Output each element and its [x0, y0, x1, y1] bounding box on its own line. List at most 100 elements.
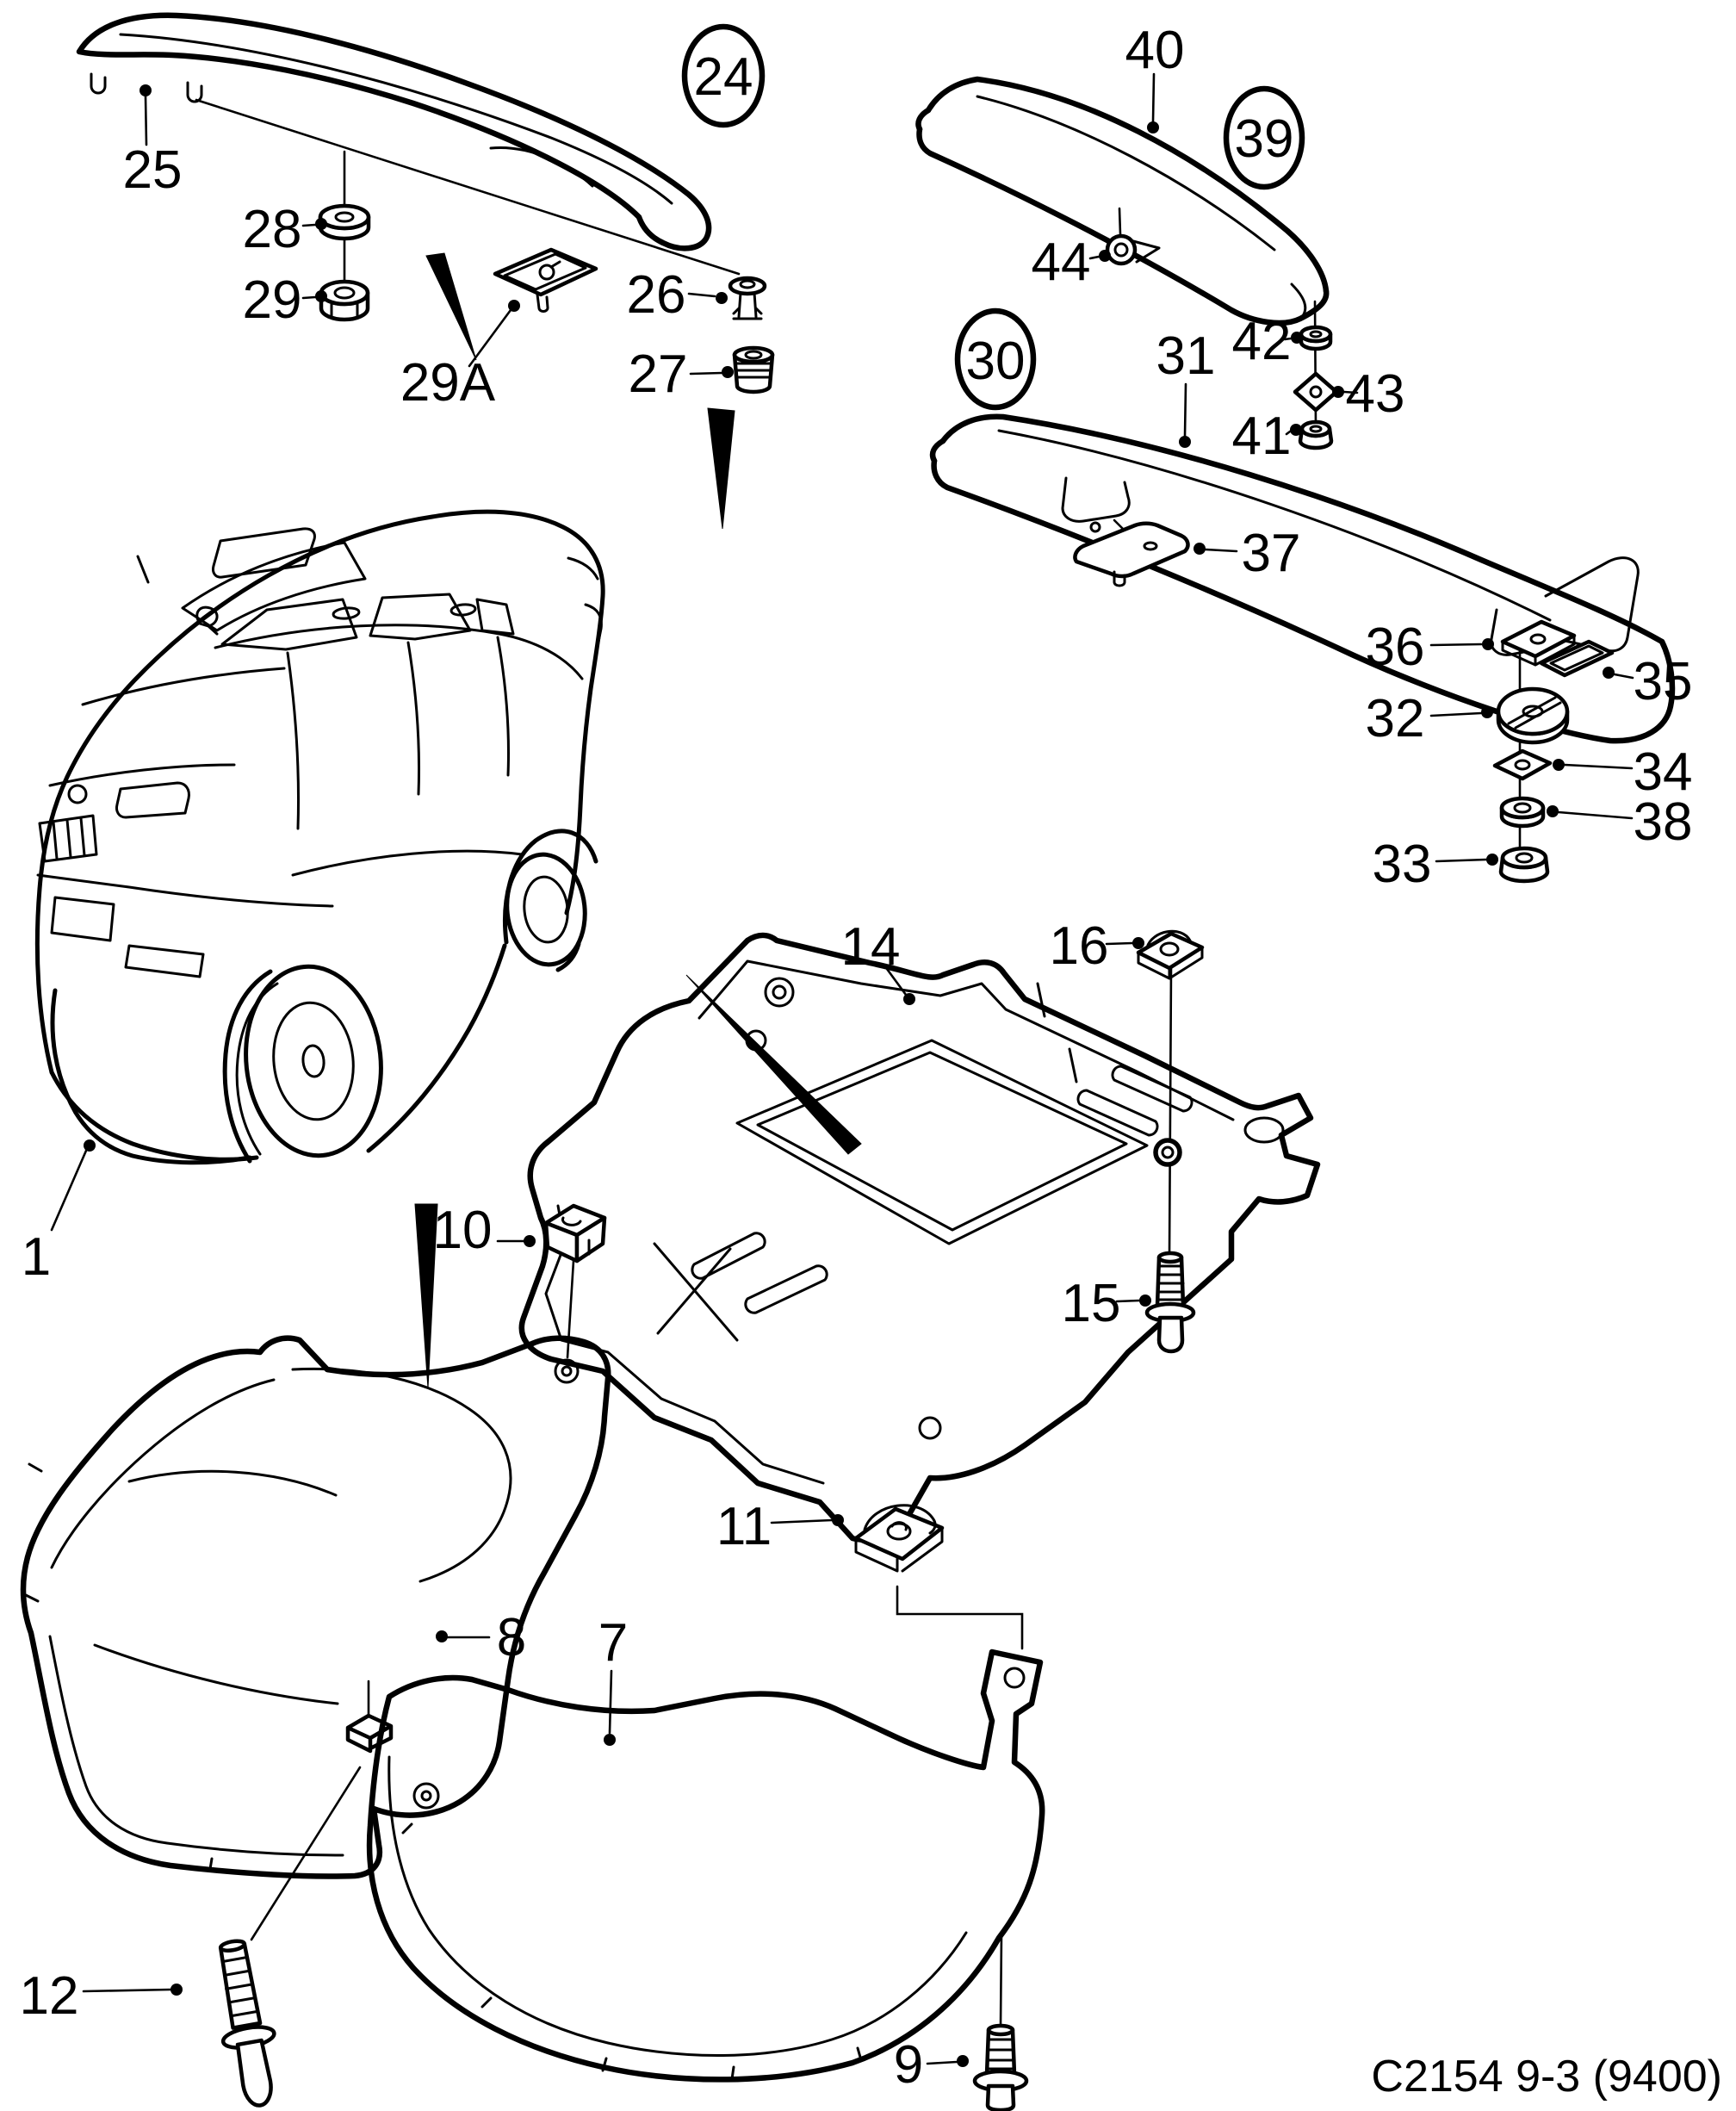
leader-1	[50, 1149, 88, 1232]
part-43-body	[1293, 371, 1339, 413]
leader-11	[770, 1518, 834, 1524]
part-14-screw-ring	[1153, 1138, 1182, 1167]
balloon-39	[1223, 85, 1305, 190]
car-front-arch	[222, 969, 273, 1164]
car-sunroof	[212, 527, 316, 579]
leader-41	[1285, 430, 1292, 436]
callout-28: 28	[243, 200, 302, 259]
leader-14	[885, 967, 908, 997]
part-7-left-hole-inner	[420, 1790, 432, 1802]
callout-38: 38	[1634, 792, 1693, 852]
leader-dot-29	[315, 290, 327, 302]
callout-12: 12	[20, 1966, 79, 2026]
part-31-left-foot	[1061, 476, 1131, 523]
leader-dot-25	[140, 84, 152, 96]
part-34-square-washer	[1492, 748, 1553, 781]
car-sill	[366, 943, 507, 1153]
leader-dot-40	[1147, 121, 1159, 133]
leader-dot-1	[84, 1139, 96, 1152]
part-9-shank	[984, 2027, 1017, 2077]
leader-dot-42	[1291, 332, 1303, 344]
car-front-rim	[272, 1001, 355, 1121]
part-16-spring	[1145, 929, 1192, 949]
leader-31	[1183, 382, 1187, 438]
arrow-cover14-to-car	[685, 974, 862, 1155]
leader-dot-10	[524, 1235, 536, 1247]
leader-7	[608, 1669, 613, 1735]
leader-43	[1342, 390, 1359, 394]
part-8-arm-hole	[554, 1358, 580, 1384]
part-25-spoiler-notch	[489, 146, 594, 188]
part-14-center-panel-inner	[756, 1051, 1128, 1232]
part-27-top	[732, 345, 775, 364]
group-spoiler-39	[915, 76, 1339, 450]
callout-34: 34	[1634, 742, 1693, 802]
part-44-ring	[1105, 233, 1138, 266]
part-27-ribs	[735, 362, 772, 379]
leader-44	[1088, 255, 1100, 260]
part-42-top	[1299, 325, 1333, 344]
leader-29	[301, 295, 317, 300]
callout-29A: 29A	[400, 353, 496, 413]
car-fender-line	[48, 763, 236, 787]
part-40-foot	[1290, 283, 1307, 319]
callout-16: 16	[1050, 916, 1109, 976]
leader-27	[689, 371, 723, 376]
callout-36: 36	[1366, 618, 1425, 677]
car-bumper-vent	[124, 944, 205, 978]
part-40-end-cap	[915, 107, 932, 133]
car-antenna	[136, 555, 150, 584]
callout-15: 15	[1062, 1274, 1121, 1333]
leader-38	[1557, 810, 1634, 820]
leader-dot-26	[716, 292, 728, 304]
group-spoiler-24	[76, 12, 775, 394]
part-43-square-washer	[1293, 371, 1339, 413]
car-quarter-glass	[475, 598, 515, 636]
leader-dot-29A	[508, 300, 520, 312]
car-license-plate	[50, 896, 115, 942]
part-14-inner-edge-left	[544, 1204, 825, 1485]
car-door-handle-1	[332, 606, 361, 620]
leader-12	[82, 1988, 172, 1993]
part-36-depth	[1501, 634, 1576, 667]
part-29A-hole	[538, 264, 555, 281]
part-26-push-pin	[728, 276, 767, 320]
leader-dot-34	[1553, 759, 1565, 771]
part-25-tab-left	[90, 72, 107, 95]
balloon-30	[954, 307, 1037, 411]
part-12-screw	[218, 1939, 276, 2108]
part-29A-plate-inner	[503, 252, 587, 291]
leader-36	[1429, 643, 1483, 647]
thread-11-to-cover7	[896, 1585, 1024, 1650]
leader-dot-28	[315, 218, 327, 230]
part-14-blades	[1036, 982, 1078, 1083]
car-mirror	[195, 605, 219, 636]
part-8-ribs	[93, 1469, 339, 1705]
part-33-nut	[1498, 846, 1550, 884]
callout-25: 25	[123, 140, 183, 200]
part-42-hole	[1309, 330, 1323, 338]
part-14-center-panel	[735, 1039, 1149, 1245]
part-31-end-cap	[929, 438, 946, 464]
arrow-car-to-cover8	[414, 1203, 438, 1389]
thread-16-to-15	[1168, 966, 1173, 1257]
group-cover-7	[366, 1648, 1045, 2083]
callout-labels: 25 28 29 29A 26 27 24 40 39 44 42 43 41 …	[20, 21, 1693, 2095]
car-rear-door-glass	[369, 593, 472, 641]
callout-26: 26	[627, 265, 686, 325]
leader-dot-38	[1547, 805, 1559, 817]
part-14-slot-1	[1076, 1089, 1159, 1137]
callout-8: 8	[497, 1608, 526, 1667]
part-14-outline	[518, 932, 1321, 1543]
part-7-notches	[480, 1996, 863, 2081]
car-front-tire	[244, 964, 383, 1158]
part-36-bracket	[1500, 619, 1577, 667]
part-36-hole	[1529, 633, 1547, 645]
callout-27: 27	[629, 345, 688, 404]
leader-dot-44	[1099, 250, 1111, 262]
callout-29: 29	[243, 270, 302, 330]
part-34-body	[1492, 748, 1553, 781]
part-40-top-edge	[925, 76, 1330, 295]
part-14-corner-hole	[1243, 1116, 1285, 1144]
